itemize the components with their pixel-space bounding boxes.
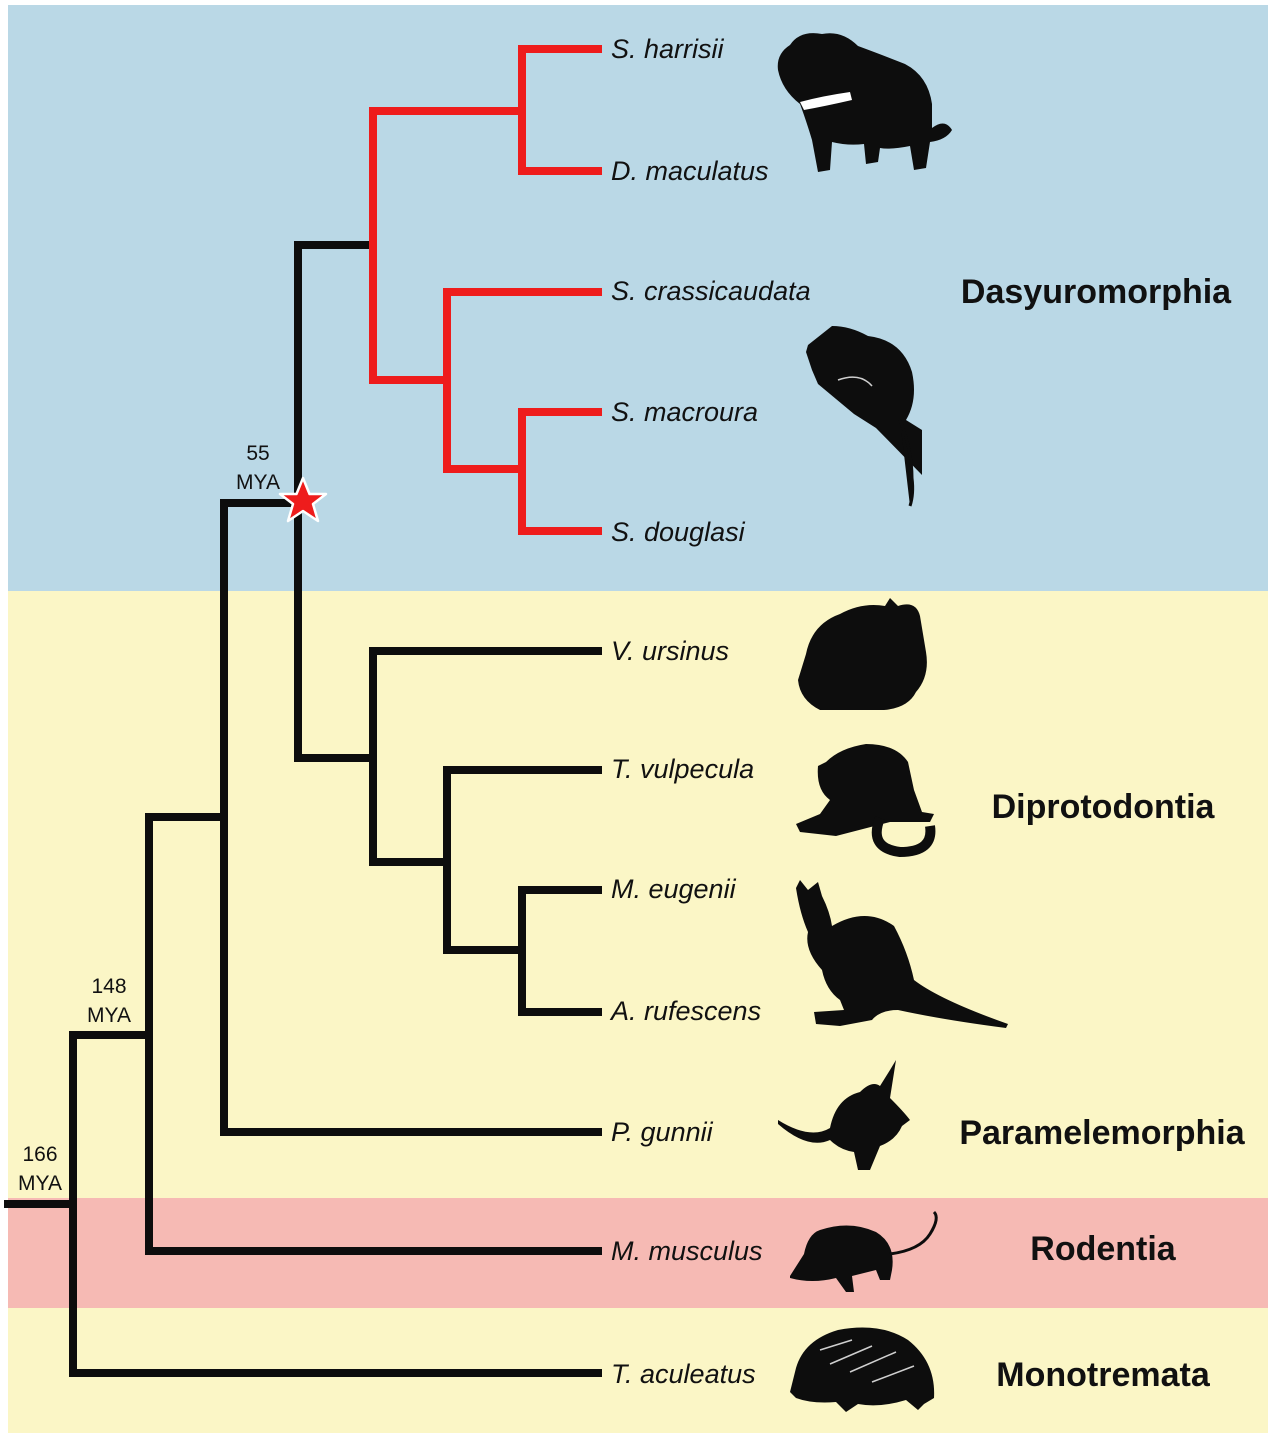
- taxon-label: P. gunnii: [611, 1117, 714, 1147]
- taxon-label: M. musculus: [611, 1236, 763, 1266]
- taxon-label: S. macroura: [611, 397, 758, 427]
- taxon-label: V. ursinus: [611, 636, 729, 666]
- clade-label-monotremata: Monotremata: [996, 1356, 1211, 1394]
- clade-label-diprotodontia: Diprotodontia: [992, 788, 1216, 826]
- taxon-label: S. douglasi: [611, 517, 746, 547]
- age-148-value: 148: [91, 975, 126, 998]
- taxon-label: T. aculeatus: [611, 1359, 756, 1389]
- age-166-value: 166: [22, 1143, 57, 1166]
- age-55-unit: MYA: [236, 471, 280, 494]
- taxon-label: S. crassicaudata: [611, 276, 811, 306]
- clade-label-paramelemorphia: Paramelemorphia: [959, 1114, 1245, 1152]
- age-148-unit: MYA: [87, 1004, 131, 1027]
- taxon-label: D. maculatus: [611, 156, 769, 186]
- clade-label-dasyuromorphia: Dasyuromorphia: [961, 273, 1232, 311]
- taxon-label: M. eugenii: [611, 874, 737, 904]
- taxon-label: S. harrisii: [611, 34, 725, 64]
- taxon-label: A. rufescens: [609, 996, 761, 1026]
- age-55-value: 55: [246, 442, 269, 465]
- clade-label-rodentia: Rodentia: [1030, 1230, 1177, 1268]
- age-166-unit: MYA: [18, 1172, 62, 1195]
- taxon-label: T. vulpecula: [611, 754, 754, 784]
